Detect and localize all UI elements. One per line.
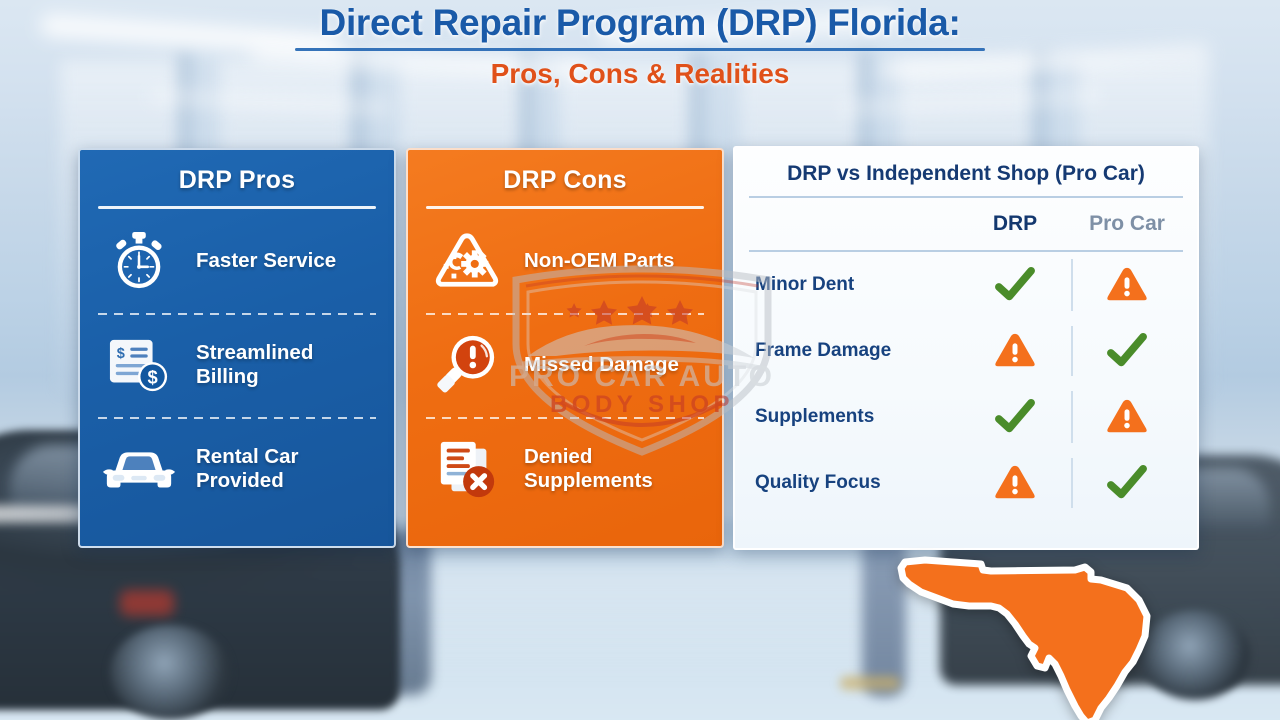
- table-header-divider: [749, 250, 1183, 252]
- cell-drp-minor-dent: [959, 266, 1071, 304]
- list-item-label: Missed Damage: [524, 352, 679, 376]
- list-item[interactable]: Denied Supplements: [424, 417, 706, 521]
- table-row-label: Minor Dent: [755, 274, 855, 295]
- page-title: Direct Repair Program (DRP) Florida:: [319, 2, 961, 43]
- list-item[interactable]: Missed Damage: [424, 313, 706, 417]
- list-item[interactable]: $ $ Streamlined Billing: [96, 313, 378, 417]
- warning-icon: [1105, 265, 1149, 305]
- title-block: Direct Repair Program (DRP) Florida: Pro…: [0, 2, 1280, 90]
- list-item[interactable]: Rental Car Provided: [96, 417, 378, 521]
- florida-state-icon: [895, 540, 1165, 720]
- list-item[interactable]: Faster Service: [96, 209, 378, 313]
- table-row-label: Frame Damage: [755, 340, 892, 361]
- table-row[interactable]: Quality Focus: [749, 450, 1183, 516]
- table-row-label: Supplements: [755, 406, 875, 427]
- background-car-wheel: [110, 625, 230, 720]
- comparison-table-title: DRP vs Independent Shop (Pro Car): [787, 162, 1145, 185]
- cell-drp-supplements: [959, 398, 1071, 436]
- cell-procar-supplements: [1071, 391, 1183, 443]
- comparison-table-panel: DRP vs Independent Shop (Pro Car) DRP Pr…: [733, 146, 1199, 550]
- pros-heading-divider: [98, 206, 376, 209]
- invoice-dollar-icon: $ $: [96, 334, 182, 396]
- list-item-label: Denied Supplements: [524, 444, 653, 492]
- svg-text:$: $: [147, 366, 157, 387]
- warning-icon: [1105, 397, 1149, 437]
- cell-procar-frame-damage: [1071, 326, 1183, 376]
- warning-icon: [993, 463, 1037, 503]
- worker-silhouette: [862, 532, 906, 697]
- list-item-label: Faster Service: [196, 248, 337, 272]
- svg-text:$: $: [117, 346, 125, 362]
- cell-drp-quality-focus: [959, 463, 1071, 503]
- table-header-procar: Pro Car: [1089, 212, 1165, 235]
- warning-icon: [993, 331, 1037, 371]
- table-header-drp: DRP: [992, 212, 1038, 235]
- list-item-label: Streamlined Billing: [196, 340, 314, 388]
- cell-procar-minor-dent: [1071, 259, 1183, 311]
- table-row[interactable]: Supplements: [749, 384, 1183, 450]
- magnifier-alert-icon: [424, 333, 510, 397]
- denied-documents-icon: [424, 437, 510, 501]
- cell-procar-quality-focus: [1071, 458, 1183, 508]
- warning-gears-icon: [424, 230, 510, 292]
- list-item[interactable]: Non-OEM Parts: [424, 209, 706, 313]
- table-row[interactable]: Frame Damage: [749, 318, 1183, 384]
- check-icon: [994, 266, 1036, 304]
- table-row[interactable]: Minor Dent: [749, 252, 1183, 318]
- check-icon: [1106, 464, 1148, 502]
- background-car-taillight: [120, 590, 174, 616]
- drp-pros-heading: DRP Pros: [178, 166, 296, 194]
- cons-heading-divider: [426, 206, 704, 209]
- car-icon: [96, 443, 182, 495]
- check-icon: [994, 398, 1036, 436]
- drp-cons-panel: DRP Cons: [406, 148, 724, 548]
- title-divider: [295, 47, 985, 51]
- drp-pros-panel: DRP Pros: [78, 148, 396, 548]
- list-item-label: Rental Car Provided: [196, 444, 299, 492]
- cell-drp-frame-damage: [959, 331, 1071, 371]
- table-column-headers: DRP Pro Car: [749, 198, 1183, 250]
- page-subtitle: Pros, Cons & Realities: [490, 57, 790, 89]
- background-car-right-wheel: [1140, 610, 1250, 700]
- table-title-divider: [749, 196, 1183, 198]
- pros-list: Faster Service $ $ Streamlined Billing: [80, 209, 394, 521]
- list-item-label: Non-OEM Parts: [524, 248, 675, 272]
- table-row-label: Quality Focus: [755, 472, 881, 493]
- drp-cons-heading: DRP Cons: [503, 166, 627, 194]
- cons-list: Non-OEM Parts Missed Damage: [408, 209, 722, 521]
- stopwatch-icon: [96, 230, 182, 292]
- check-icon: [1106, 332, 1148, 370]
- worker-shoe: [840, 676, 900, 690]
